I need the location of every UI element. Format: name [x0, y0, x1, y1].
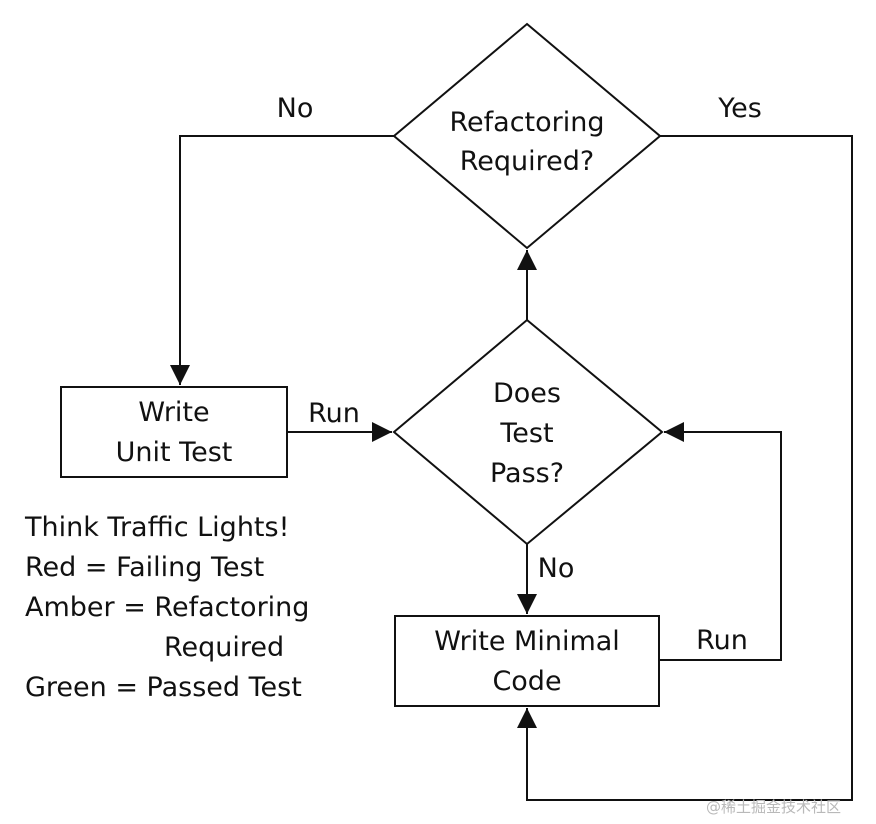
- refactoring-required-label-line2: Required?: [460, 146, 595, 177]
- does-test-pass-label-line1: Does: [493, 378, 561, 409]
- write-unit-test-box: [60, 386, 288, 478]
- legend-title: Think Traffic Lights!: [25, 512, 290, 543]
- unit-test-run-edge-label: Run: [308, 398, 360, 429]
- minimal-code-run-edge-label: Run: [696, 625, 748, 656]
- refactoring-required-diamond: [392, 22, 662, 250]
- test-pass-no-edge-label: No: [538, 553, 575, 584]
- does-test-pass-label-line2: Test: [499, 418, 553, 449]
- refactor-yes-connector: [517, 135, 853, 801]
- minimal-code-run-connector: [659, 422, 782, 661]
- write-unit-test-label-line1: Write: [138, 397, 209, 428]
- legend-amber: Amber = Refactoring: [25, 592, 310, 623]
- write-unit-test-label-line2: Unit Test: [116, 437, 233, 468]
- refactoring-required-label-line1: Refactoring: [449, 107, 604, 138]
- write-minimal-code-label-line1: Write Minimal: [434, 626, 620, 657]
- legend-amber-continued: Required: [164, 632, 285, 663]
- legend-green: Green = Passed Test: [25, 672, 302, 703]
- legend-red: Red = Failing Test: [25, 552, 265, 583]
- refactor-no-edge-label: No: [277, 93, 314, 124]
- refactor-no-connector: [170, 135, 394, 385]
- refactor-yes-edge-label: Yes: [717, 93, 762, 124]
- watermark: @稀土掘金技术社区: [706, 798, 842, 816]
- write-minimal-code-label-line2: Code: [492, 666, 561, 697]
- does-test-pass-label-line3: Pass?: [490, 458, 564, 489]
